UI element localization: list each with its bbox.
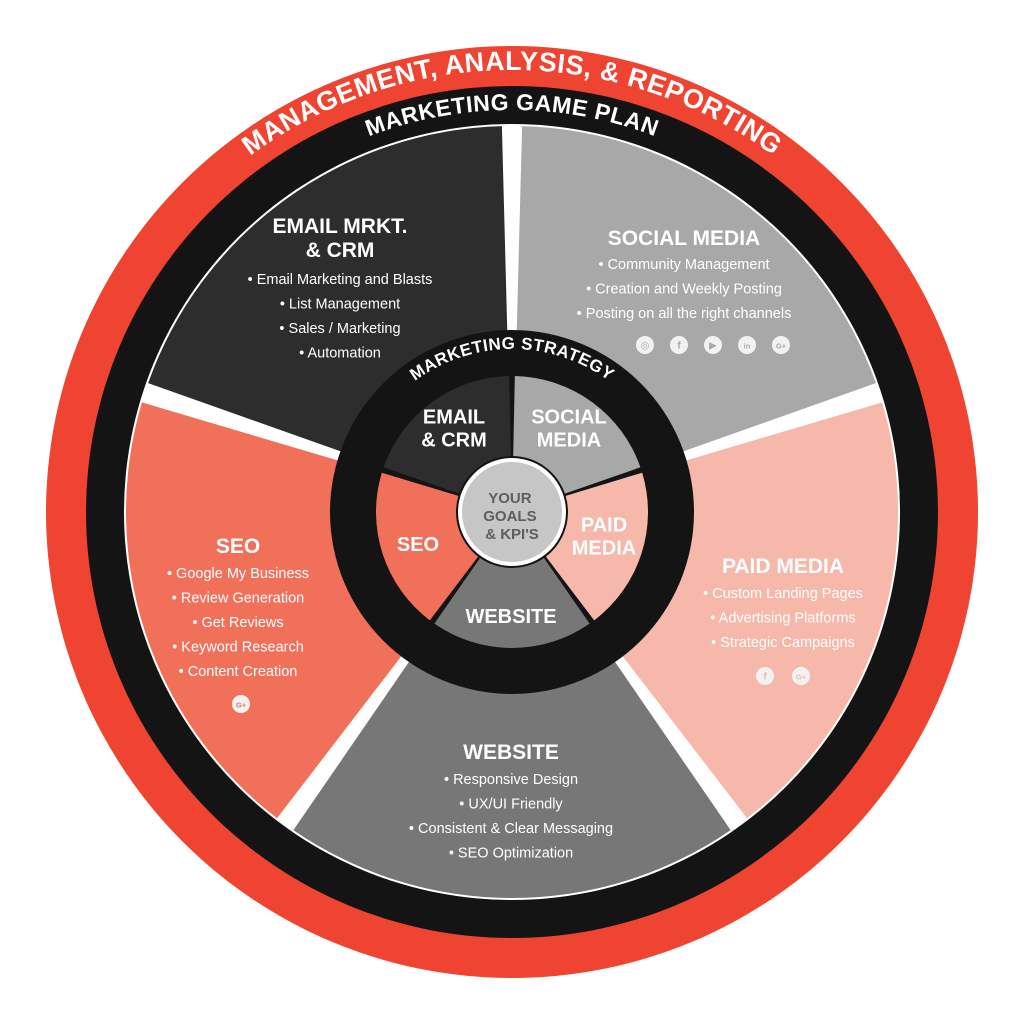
inner-segment-social [513,376,641,494]
google-plus-icon-badge [232,695,250,713]
segment-seo-item: • Content Creation [179,664,298,680]
instagram-icon-badge [636,336,654,354]
segment-email-title-line: & CRM [306,239,375,262]
segment-social-item: • Posting on all the right channels [577,306,792,322]
youtube-icon-badge [704,336,722,354]
segment-paid-title-line: PAID MEDIA [722,555,844,578]
segment-website-title-line: WEBSITE [463,741,559,764]
facebook-icon-badge [756,667,774,685]
segment-paid-item: • Custom Landing Pages [703,586,863,602]
segment-social-title: SOCIAL MEDIA [608,227,760,250]
segment-email-items: • Email Marketing and Blasts • List Manag… [248,272,433,362]
segment-website-item: • Consistent & Clear Messaging [409,821,613,837]
inner-segment-website [434,557,590,649]
inner-segments [375,376,648,649]
segment-email-title: EMAIL MRKT.& CRM [273,215,408,262]
inner-segment-paid-label-line: PAID [581,515,627,537]
center-label: YOUR GOALS & KPI'S [483,490,541,543]
linkedin-icon-glyph: in [744,342,751,351]
center-circle [458,458,566,566]
segment-website-title: WEBSITE [463,741,559,764]
segment-website-item: • UX/UI Friendly [459,797,563,813]
inner-segment-email-label-line: & CRM [421,430,487,452]
segment-seo-title-line: SEO [216,535,260,558]
segment-email-item: • Email Marketing and Blasts [248,272,433,288]
segment-website-item: • SEO Optimization [449,846,573,862]
segment-email-title-line: EMAIL MRKT. [273,215,408,238]
segment-seo-item: • Google My Business [167,566,309,582]
segment-social-title-line: SOCIAL MEDIA [608,227,760,250]
google-plus-icon-badge [772,336,790,354]
segment-paid-item: • Advertising Platforms [710,611,855,627]
segment-seo-item: • Keyword Research [172,640,304,656]
segment-social-item: • Creation and Weekly Posting [586,282,782,298]
google-plus-icon: G+ [792,667,810,685]
inner-segment-paid [545,472,648,621]
segment-social-item: • Community Management [598,257,769,273]
google-plus-icon-badge [792,667,810,685]
google-plus-icon-glyph: G+ [796,673,807,682]
segment-paid-item: • Strategic Campaigns [711,635,855,651]
youtube-icon-glyph: ▶ [709,341,717,352]
segment-email-item: • List Management [280,297,400,313]
segment-website-item: • Responsive Design [444,772,578,788]
facebook-icon-glyph: f [763,672,767,683]
segment-seo-title: SEO [216,535,260,558]
google-plus-icon: G+ [232,695,250,713]
inner-segment-social-label-line: SOCIAL [531,407,607,429]
inner-segment-website-label: WEBSITE [465,606,556,628]
facebook-icon: f [756,667,774,685]
inner-segment-seo [375,472,479,621]
linkedin-icon-badge [738,336,756,354]
facebook-icon-glyph: f [677,341,681,352]
segment-email-item: • Sales / Marketing [279,321,400,337]
segment-social-items: • Community Management • Creation and Wee… [577,257,792,322]
inner-segment-website-label-line: WEBSITE [465,606,556,628]
facebook-icon: f [670,336,688,354]
inner-segment-email-label-line: EMAIL [423,407,485,429]
inner-segment-email-label: EMAIL& CRM [421,407,487,452]
segment-paid-items: • Custom Landing Pages • Advertising Plat… [703,586,863,651]
segment-seo-items: • Google My Business • Review Generation •… [167,566,309,680]
inner-segment-email [383,376,511,494]
segment-seo-item: • Review Generation [172,591,304,607]
youtube-icon: ▶ [704,336,722,354]
instagram-icon: ◎ [636,336,654,354]
google-plus-icon-glyph: G+ [776,342,787,351]
outer-segment-text: SOCIAL MEDIA • Community Management • Crea… [167,215,863,862]
inner-segment-social-label-line: MEDIA [537,430,601,452]
linkedin-icon: in [738,336,756,354]
segment-seo-item: • Get Reviews [192,615,283,631]
inner-segment-seo-label: SEO [397,534,439,556]
segment-website-items: • Responsive Design • UX/UI Friendly • Con… [409,772,613,862]
facebook-icon-badge [670,336,688,354]
inner-segment-seo-label-line: SEO [397,534,439,556]
segment-website [293,512,731,898]
instagram-icon-glyph: ◎ [641,341,650,352]
segment-email-item: • Automation [299,346,381,362]
segment-paid-title: PAID MEDIA [722,555,844,578]
inner-segment-paid-label-line: MEDIA [572,538,636,560]
google-plus-icon: G+ [772,336,790,354]
google-plus-icon-glyph: G+ [236,701,247,710]
